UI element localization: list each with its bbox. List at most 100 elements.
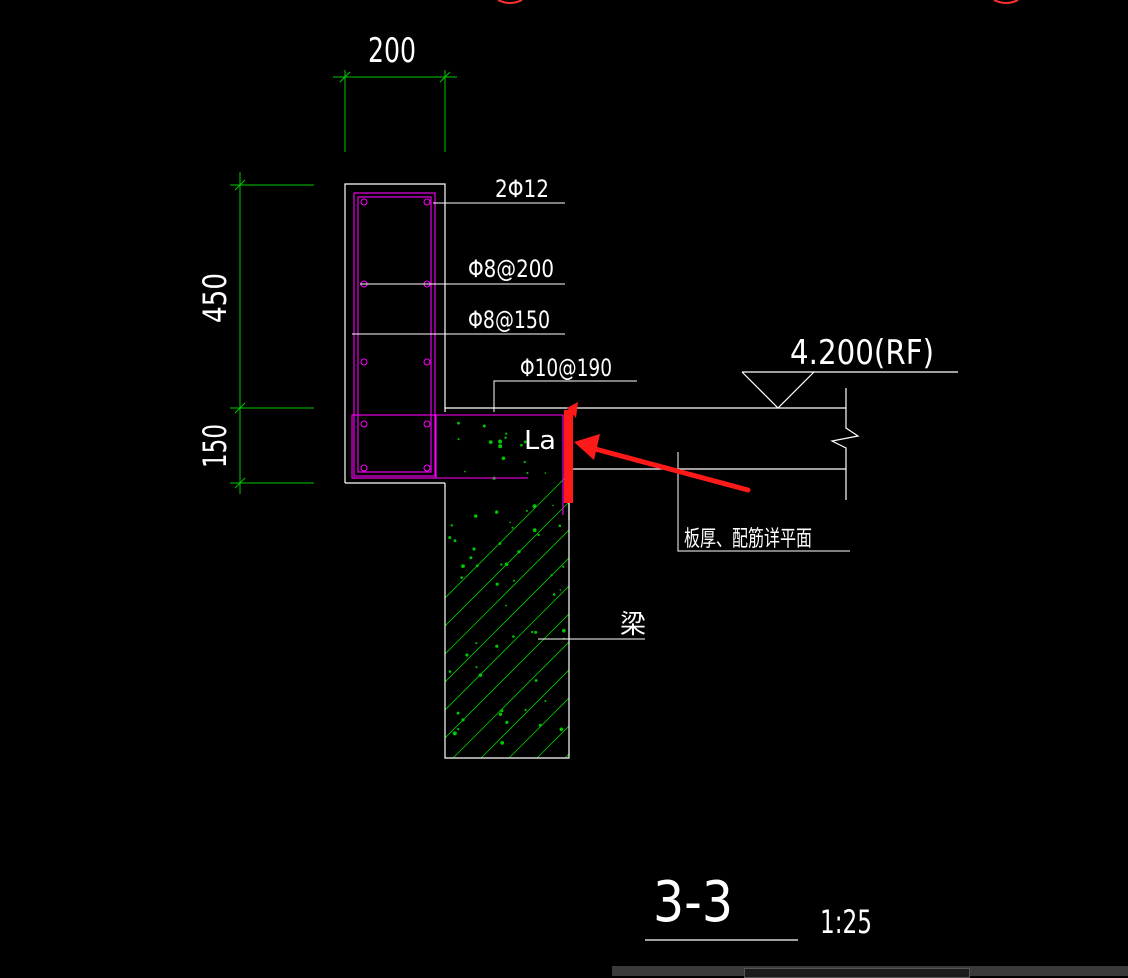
rebar-leaders	[352, 202, 637, 412]
aggregate-dot	[498, 444, 503, 449]
dimension-height-lower-label: 150	[196, 424, 234, 468]
aggregate-dot	[505, 604, 507, 607]
aggregate-dot	[461, 718, 465, 722]
aggregate-dot	[457, 728, 460, 731]
top-edge-mark-left	[497, 0, 523, 4]
aggregate-dot	[469, 556, 473, 560]
aggregate-dot	[475, 564, 479, 568]
aggregate-dot	[457, 421, 460, 425]
aggregate-dot	[461, 564, 465, 568]
hatch-line	[445, 412, 569, 758]
hatch-line	[564, 412, 569, 758]
aggregate-dot	[552, 593, 556, 596]
aggregate-dot	[520, 443, 523, 447]
hatch-line	[621, 412, 967, 758]
hatch-line	[445, 412, 569, 758]
aggregate-dot	[504, 436, 507, 439]
hatch-line	[705, 412, 1051, 758]
aggregate-dot	[550, 574, 553, 577]
aggregate-dot	[495, 644, 499, 648]
aggregate-dot	[505, 720, 509, 725]
annotation-arrow	[564, 402, 751, 503]
hatch-line	[452, 412, 569, 758]
aggregate-dot	[475, 666, 478, 669]
aggregate-dot	[495, 510, 499, 514]
aggregate-dot	[523, 460, 526, 464]
aggregate-dot	[452, 731, 457, 736]
concrete-outline	[344, 183, 860, 759]
aggregate-dot	[505, 432, 508, 435]
rebar-label-main: 2Φ12	[495, 175, 549, 203]
aggregate-dot	[531, 630, 534, 634]
aggregate-dot	[465, 653, 469, 657]
aggregate-dot	[472, 547, 476, 551]
aggregate-dot	[464, 470, 466, 473]
slab-note: 板厚、配筋详平面	[684, 527, 812, 552]
aggregate-dot	[525, 509, 528, 512]
rebar-label-stirrup-b: Φ8@150	[468, 306, 550, 334]
dimension-height-upper-label: 450	[196, 273, 234, 323]
hatch-line	[508, 412, 569, 758]
aggregate-dot	[460, 576, 463, 579]
aggregate-dot	[478, 673, 483, 677]
aggregate-dot	[559, 589, 562, 591]
scrollbar-thumb[interactable]	[744, 968, 970, 978]
dimension-vertical	[230, 172, 314, 494]
aggregate-dot	[562, 565, 565, 568]
hatch-line	[677, 412, 1023, 758]
aggregate-dot	[559, 727, 564, 732]
rebar-label-slab: Φ10@190	[520, 354, 612, 382]
scale-label: 1:25	[820, 903, 872, 941]
aggregate-dot	[509, 521, 512, 524]
aggregate-dot	[448, 670, 452, 673]
aggregate-dot	[534, 679, 538, 682]
dimension-width-label: 200	[368, 31, 416, 71]
hatch-line	[761, 412, 1107, 758]
aggregate-dot	[523, 440, 527, 444]
elevation-marker	[741, 371, 958, 409]
elevation-label: 4.200(RF)	[790, 333, 934, 373]
aggregate-dot	[457, 438, 460, 441]
hatch-line	[445, 412, 569, 758]
aggregate-dot	[475, 642, 478, 645]
aggregate-dot	[558, 524, 562, 528]
aggregate-dot	[474, 514, 478, 518]
aggregate-dot	[513, 579, 515, 582]
aggregate-dot	[448, 536, 452, 540]
aggregate-dot	[524, 708, 527, 712]
aggregate-dot	[456, 711, 460, 715]
aggregate-dot	[534, 630, 538, 634]
aggregate-dot	[450, 524, 453, 527]
aggregate-dot	[544, 700, 547, 702]
aggregate-dot	[511, 526, 514, 529]
top-edge-mark-right	[993, 0, 1019, 4]
hatch-line	[445, 412, 569, 758]
hatch-line	[789, 412, 1128, 758]
aggregate-dot	[526, 472, 529, 474]
bottom-scrollbar[interactable]	[612, 966, 1128, 978]
aggregate-dot	[500, 709, 504, 713]
aggregate-dot	[537, 533, 540, 537]
aggregate-dot	[500, 741, 505, 745]
dimension-width	[333, 70, 457, 152]
aggregate-dot	[532, 504, 537, 509]
aggregate-dot	[562, 628, 566, 633]
anchorage-label: La	[524, 426, 556, 456]
aggregate-dot	[495, 582, 499, 586]
hatch-line	[445, 412, 569, 758]
aggregate-dot	[498, 542, 502, 545]
hatch-line	[733, 412, 1079, 758]
beam-label: 梁	[620, 610, 646, 640]
aggregate-dot	[500, 563, 503, 566]
aggregate-dot	[498, 712, 503, 716]
aggregate-dot	[538, 723, 542, 727]
aggregate-dot	[488, 440, 493, 444]
hatch-line	[445, 412, 569, 758]
aggregate-dot	[482, 424, 486, 428]
aggregate-dot	[512, 635, 515, 638]
aggregate-dot	[544, 472, 547, 474]
rebar-dots	[360, 198, 431, 472]
hatch-line	[480, 412, 569, 758]
aggregate-dot	[453, 539, 457, 543]
